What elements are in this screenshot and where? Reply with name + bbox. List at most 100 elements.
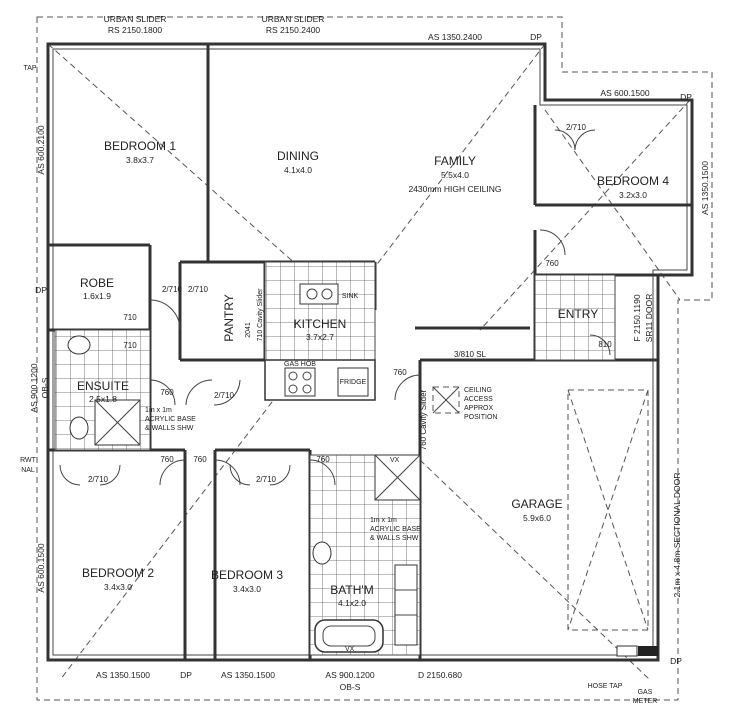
- door-entry-spec2: SR11 DOOR: [644, 294, 654, 343]
- room-garage-name: GARAGE: [511, 497, 562, 511]
- room-bedroom3-name: BEDROOM 3: [211, 568, 283, 582]
- gas-meter-icon: [616, 645, 638, 657]
- door-entry-760: 760: [545, 259, 559, 268]
- ceiling-access-line2: ACCESS: [464, 396, 493, 403]
- door-bed3-robe: 2/710: [256, 475, 277, 484]
- ensuite-shower-line2: ACRYLIC BASE: [145, 416, 196, 423]
- room-dining-name: DINING: [277, 149, 319, 163]
- garage-door-spec: 2.1m x 4.8m SECTIONAL DOOR: [672, 473, 682, 598]
- door-bed1-robe: 2/710: [162, 285, 183, 294]
- garage-dp: DP: [670, 656, 682, 666]
- door-bed4-robe: 2/710: [566, 123, 587, 132]
- window-left-bed2: AS 600.1500: [36, 543, 46, 592]
- room-robe-name: ROBE: [80, 276, 114, 290]
- window-bed4-top-dp: DP: [680, 92, 692, 102]
- room-family-note: 2430mm HIGH CEILING: [408, 184, 501, 194]
- fridge-icon: [337, 367, 369, 397]
- door-ensuite-760: 760: [160, 388, 174, 397]
- door-cavity-kitchen: 710 Cavity Slider: [257, 288, 264, 342]
- room-bedroom2-size: 3.4x3.0: [104, 582, 132, 592]
- window-slider2-spec: RS 2150.2400: [266, 25, 321, 35]
- door-bath-760: 760: [316, 455, 330, 464]
- door-ensuite: 710: [123, 341, 137, 350]
- window-left-bed1: AS 600.2100: [36, 125, 46, 174]
- exterior-walls: [46, 42, 694, 662]
- room-bedroom4-name: BEDROOM 4: [597, 174, 669, 188]
- window-bottom-bath-obs: OB-S: [340, 682, 361, 692]
- ensuite-basin-icon: [67, 335, 91, 355]
- tap-label: TAP: [23, 65, 36, 72]
- fixture-fridge-label: FRIDGE: [340, 379, 367, 386]
- window-bottom-bed3: AS 1350.1500: [221, 670, 275, 680]
- fixture-sink-label: SINK: [342, 293, 359, 300]
- window-bed4-top: AS 600.1500: [600, 88, 649, 98]
- laundry-fixtures: [394, 564, 418, 646]
- bath-shower-line2: ACRYLIC BASE: [370, 526, 421, 533]
- ceiling-access-line4: POSITION: [464, 414, 497, 421]
- window-left-ensuite-obs: OB-S: [40, 377, 50, 398]
- ceiling-access-line1: CEILING: [464, 387, 492, 394]
- door-entry-810: 810: [598, 340, 612, 349]
- door-cavity-slider: 760 Cavity Slider: [419, 389, 428, 450]
- window-bottom-bath: AS 900.1200: [325, 670, 374, 680]
- door-bed3-760: 760: [193, 455, 207, 464]
- door-entry-spec: F 2150.1190: [632, 294, 642, 341]
- window-left-ensuite: AS 900.1200: [29, 363, 39, 412]
- door-fam-760: 760: [393, 368, 407, 377]
- gas-meter-line1: GAS: [638, 689, 653, 696]
- room-robe-size: 1.6x1.9: [83, 291, 111, 301]
- nal-label: NAL: [21, 467, 35, 474]
- room-bathroom-name: BATH'M: [330, 583, 373, 597]
- fixture-vx: VX: [390, 457, 400, 464]
- room-ensuite-size: 2.5x1.8: [89, 394, 117, 404]
- fixture-vx2: VX: [345, 646, 355, 653]
- door-pantry-2041: 2041: [245, 322, 252, 338]
- fixture-gas-hob-label: GAS HOB: [284, 361, 316, 368]
- window-bed4-right: AS 1350.1500: [700, 161, 710, 215]
- room-bedroom1-size: 3.8x3.7: [126, 155, 154, 165]
- rwt-label: RWT: [20, 457, 37, 464]
- door-bed2-760: 760: [160, 455, 174, 464]
- window-left-dp: DP: [35, 285, 47, 295]
- room-bedroom1-name: BEDROOM 1: [104, 139, 176, 153]
- room-family-size: 5.5x4.0: [441, 170, 469, 180]
- room-family-name: FAMILY: [434, 154, 476, 168]
- door-fam-sl: 3/810 SL: [454, 350, 487, 359]
- door-pantry: 2/710: [188, 285, 209, 294]
- room-kitchen-size: 3.7x2.7: [306, 332, 334, 342]
- gas-meter-line2: METER: [633, 698, 658, 705]
- room-garage-size: 5.9x6.0: [523, 513, 551, 523]
- room-bedroom4-size: 3.2x3.0: [619, 190, 647, 200]
- window-slider1-title: URBAN SLIDER: [104, 14, 167, 24]
- room-entry-name: ENTRY: [558, 307, 598, 321]
- bath-basin-icon: [312, 541, 332, 565]
- room-dining-size: 4.1x4.0: [284, 165, 312, 175]
- door-bottom: D 2150.680: [418, 670, 462, 680]
- window-top-as: AS 1350.2400: [428, 32, 482, 42]
- ensuite-toilet-icon: [69, 416, 89, 440]
- door-hall-linen: 2/710: [214, 391, 235, 400]
- door-bed2-robe: 2/710: [88, 475, 109, 484]
- ensuite-shower-line3: & WALLS SHW: [145, 425, 194, 432]
- door-robe: 710: [123, 313, 137, 322]
- bath-shower-line1: 1m x 1m: [370, 517, 397, 524]
- hose-tap-icon: [638, 646, 658, 656]
- ceiling-access-line3: APPROX: [464, 405, 494, 412]
- kitchen-tiles: [264, 261, 376, 361]
- window-slider1-spec: RS 2150.1800: [108, 25, 163, 35]
- entry-tiles: [534, 274, 616, 361]
- room-pantry-name: PANTRY: [222, 294, 236, 342]
- window-slider2-title: URBAN SLIDER: [262, 14, 325, 24]
- door-swings: [59, 129, 611, 486]
- ensuite-shower-line1: 1m x 1m: [145, 407, 172, 414]
- bath-shower-line3: & WALLS SHW: [370, 535, 419, 542]
- ceiling-access-hatch: [432, 386, 460, 414]
- room-bedroom2-name: BEDROOM 2: [82, 566, 154, 580]
- window-top-dp: DP: [530, 32, 542, 42]
- window-bottom-dp: DP: [180, 670, 192, 680]
- room-ensuite-name: ENSUITE: [77, 379, 129, 393]
- window-bottom-bed2: AS 1350.1500: [96, 670, 150, 680]
- room-bedroom3-size: 3.4x3.0: [233, 584, 261, 594]
- room-bathroom-size: 4.1x2.0: [338, 598, 366, 608]
